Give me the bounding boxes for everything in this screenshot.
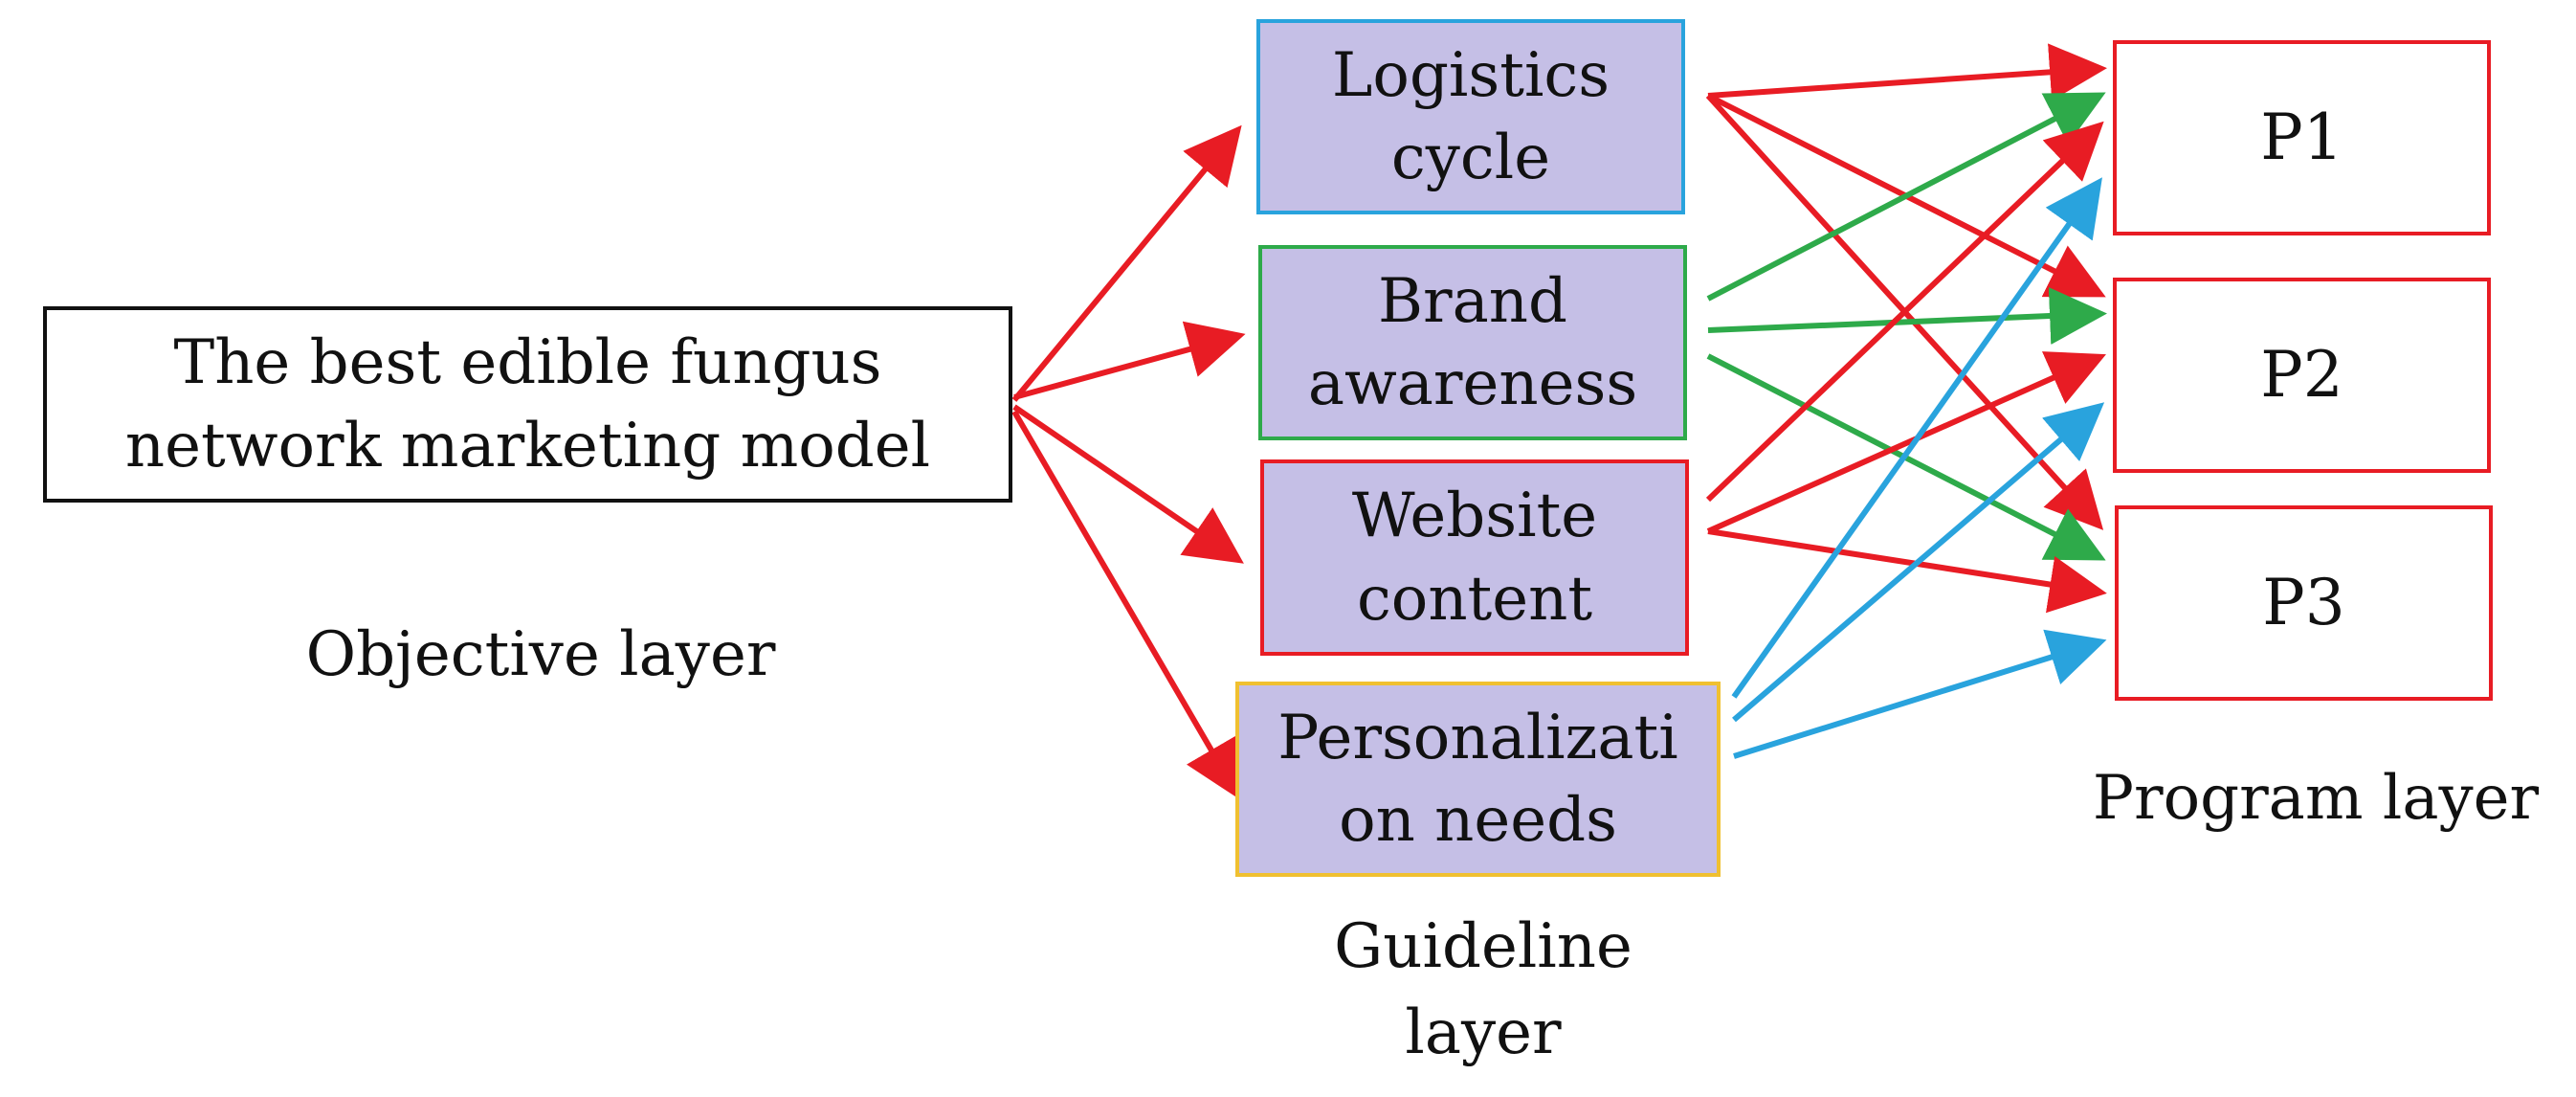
guideline-label: Personalizati on needs <box>1277 702 1678 856</box>
guideline-node-brand-awareness: Brand awareness <box>1258 245 1687 440</box>
arrow-guideline-4-to-P1 <box>1731 177 2102 699</box>
arrow-guideline-3-to-P2 <box>1706 351 2106 534</box>
program-layer-label: Program layer <box>2092 763 2540 834</box>
program-node-p1: P1 <box>2113 40 2491 235</box>
program-node-p3: P3 <box>2115 505 2493 701</box>
arrow-guideline-1-to-P3 <box>1705 93 2104 530</box>
arrow-objective-to-guideline-2 <box>1013 321 1246 400</box>
arrow-guideline-4-to-P2 <box>1732 402 2105 723</box>
guideline-node-website-content: Website content <box>1260 459 1689 656</box>
arrow-guideline-3-to-P3 <box>1707 528 2107 614</box>
arrow-guideline-1-to-P2 <box>1706 93 2106 298</box>
arrow-objective-to-guideline-1 <box>1011 124 1242 402</box>
program-label: P2 <box>2260 338 2343 413</box>
objective-layer-label: Objective layer <box>305 619 776 690</box>
arrow-guideline-3-to-P1 <box>1705 121 2104 503</box>
objective-node: The best edible fungus network marketing… <box>43 306 1012 503</box>
arrow-guideline-2-to-P2 <box>1707 287 2107 345</box>
arrow-guideline-2-to-P1 <box>1706 92 2106 302</box>
arrow-objective-to-guideline-4 <box>1011 410 1241 800</box>
guideline-layer-label: Guideline layer <box>1334 911 1632 1068</box>
arrow-guideline-4-to-P3 <box>1733 629 2107 759</box>
guideline-label: Website content <box>1351 481 1598 635</box>
arrow-guideline-1-to-P1 <box>1707 43 2107 101</box>
guideline-node-personalization-needs: Personalizati on needs <box>1235 682 1721 877</box>
program-label: P3 <box>2262 566 2345 640</box>
guideline-node-logistics-cycle: Logistics cycle <box>1256 19 1685 214</box>
program-node-p2: P2 <box>2113 278 2491 473</box>
objective-label: The best edible fungus network marketing… <box>124 327 931 481</box>
guideline-label: Brand awareness <box>1307 265 1638 419</box>
program-label: P1 <box>2260 101 2343 175</box>
arrow-objective-to-guideline-3 <box>1012 404 1244 564</box>
guideline-label: Logistics cycle <box>1331 39 1610 193</box>
